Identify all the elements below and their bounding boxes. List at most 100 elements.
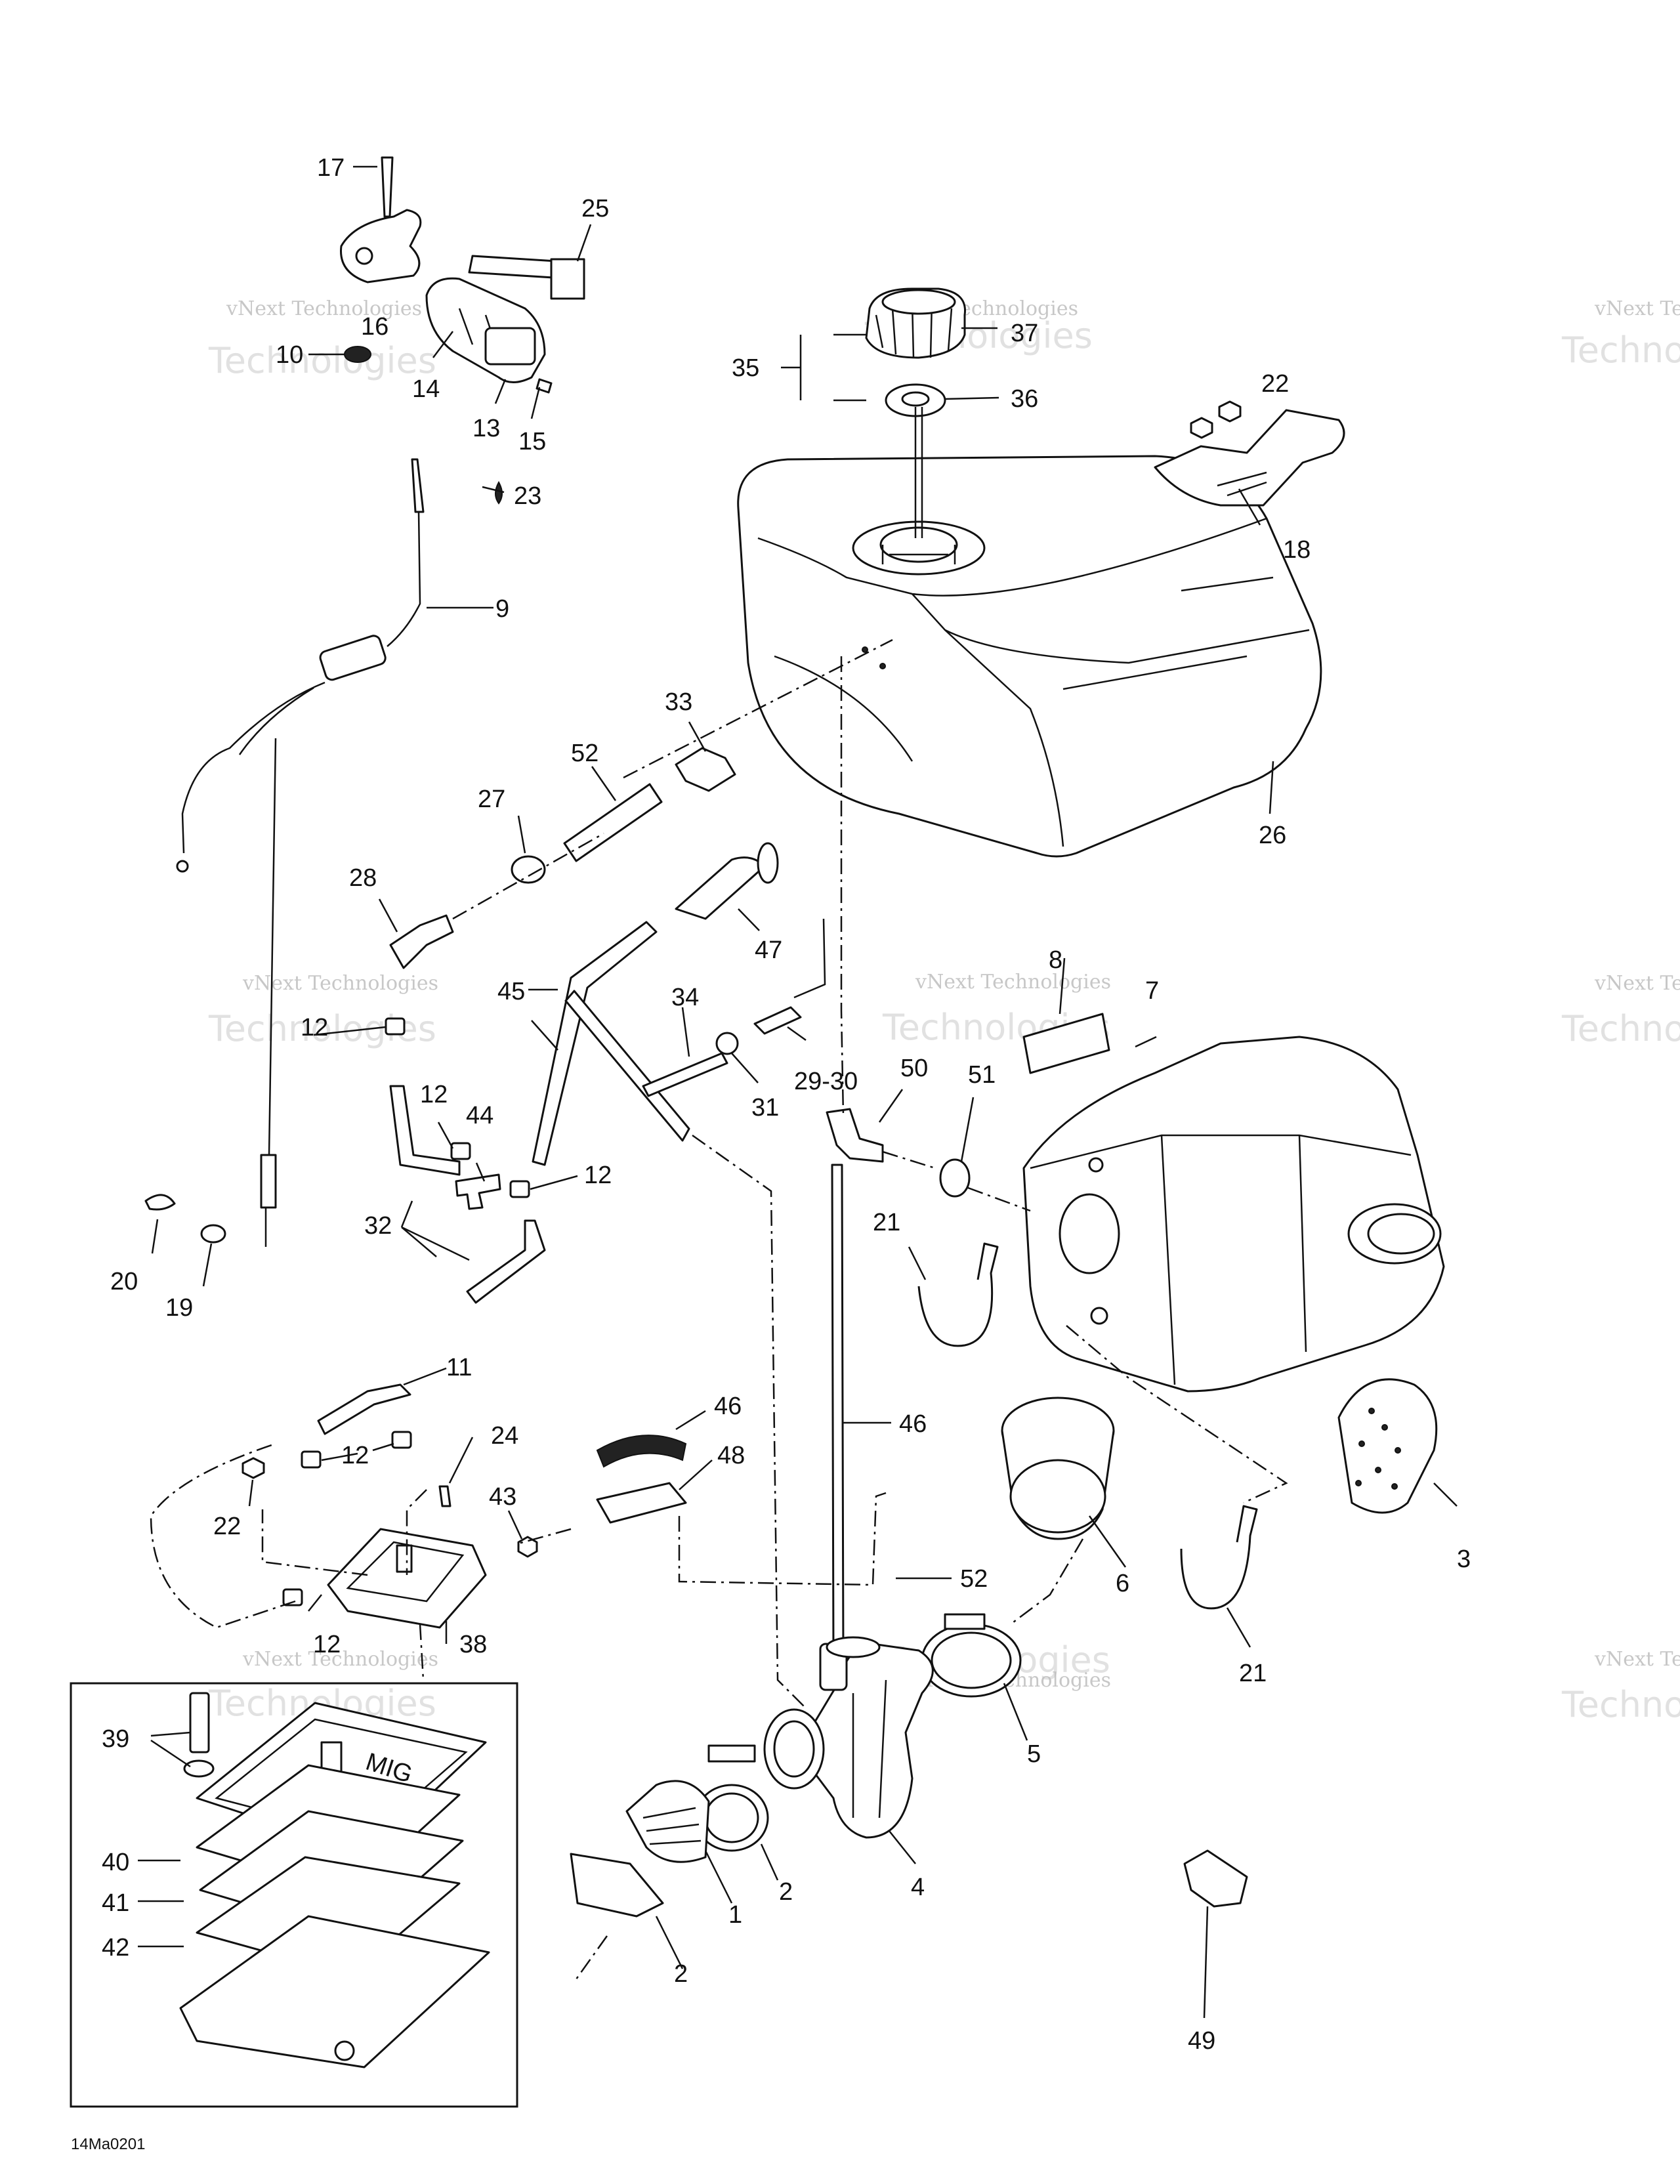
- callout-32: 32: [364, 1212, 392, 1240]
- callout-24: 24: [491, 1422, 518, 1450]
- callout-21: 21: [873, 1209, 900, 1236]
- impulse-hose-11: [317, 1383, 411, 1435]
- spring-46: [596, 1435, 687, 1468]
- callout-16: 16: [361, 313, 388, 341]
- callout-43: 43: [489, 1483, 516, 1511]
- callout-12: 12: [301, 1014, 328, 1041]
- fuel-line-45: [564, 990, 690, 1142]
- callout-7: 7: [1145, 977, 1159, 1005]
- connection-lines: [150, 639, 1288, 1983]
- callout-31: 31: [751, 1094, 779, 1122]
- carb-boot: [1001, 1396, 1115, 1540]
- grommet-27: [511, 855, 546, 884]
- watermark-text: Technologies: [1561, 1684, 1680, 1725]
- label-decal-8: [1022, 1013, 1110, 1074]
- callout-23: 23: [514, 482, 541, 510]
- callout-36: 36: [1011, 385, 1038, 413]
- fuel-pump-detail-inset: [70, 1682, 518, 2108]
- tee-fitting-44: [455, 1173, 501, 1210]
- callout-12: 12: [313, 1631, 341, 1658]
- watermark-text: vNext Technologies: [1594, 972, 1680, 995]
- callout-22: 22: [213, 1513, 241, 1540]
- callout-49: 49: [1188, 2027, 1215, 2055]
- callout-22: 22: [1261, 370, 1289, 398]
- callout-28: 28: [349, 864, 377, 892]
- clamp-12: [301, 1450, 322, 1469]
- air-silencer-box: [1022, 1036, 1445, 1393]
- callout-41: 41: [102, 1889, 129, 1917]
- callout-40: 40: [102, 1849, 129, 1876]
- callout-46: 46: [714, 1393, 742, 1420]
- watermark-text: vNext Technologies: [1594, 1648, 1680, 1671]
- clamp-43: [517, 1536, 538, 1558]
- callout-5: 5: [1027, 1740, 1041, 1768]
- callout-20: 20: [110, 1268, 138, 1295]
- fuel-line-32: [466, 1219, 546, 1304]
- clamp-2: [694, 1744, 769, 1852]
- callout-50: 50: [900, 1055, 928, 1082]
- throttle-lever-assembly: [340, 156, 422, 284]
- fuel-line-32: [389, 1085, 461, 1176]
- fuel-line-45: [532, 921, 658, 1166]
- grease-drop-23: [495, 480, 503, 505]
- clamp-12: [509, 1180, 530, 1198]
- throttle-cable: [176, 458, 425, 1247]
- nut-22: [242, 1457, 265, 1479]
- watermark-text: vNext Technologies: [1594, 297, 1680, 320]
- watermark-text: vNext Technologies: [226, 297, 422, 320]
- intake-socket-1: [625, 1780, 710, 1863]
- primer-valve-47: [675, 856, 766, 920]
- clip-20: [144, 1194, 176, 1211]
- callout-6: 6: [1116, 1570, 1129, 1597]
- clamp-12: [385, 1017, 406, 1036]
- callout-37: 37: [1011, 320, 1038, 347]
- pump-base: [179, 1915, 490, 2068]
- callout-27: 27: [478, 786, 505, 813]
- fuel-line-48: [596, 1482, 687, 1524]
- callout-11: 11: [446, 1354, 472, 1381]
- clamp-12: [391, 1431, 412, 1449]
- callout-14: 14: [412, 375, 440, 403]
- callout-42: 42: [102, 1934, 129, 1962]
- callout-2: 2: [779, 1878, 793, 1906]
- callout-26: 26: [1259, 822, 1286, 849]
- washer-19: [200, 1224, 226, 1244]
- callout-52: 52: [960, 1565, 988, 1593]
- kill-switch: [550, 258, 585, 300]
- nut-22: [1218, 400, 1242, 423]
- callout-38: 38: [459, 1631, 487, 1658]
- callout-9: 9: [495, 595, 509, 623]
- callout-3: 3: [1457, 1545, 1471, 1573]
- clamp-21: [1180, 1505, 1258, 1610]
- watermark-text: vNext Technologies: [242, 972, 438, 995]
- watermark-text: vNext Technologies: [242, 1648, 438, 1671]
- callout-19: 19: [165, 1294, 193, 1322]
- leader-lines: [138, 165, 1458, 2019]
- tank-strap: [1154, 409, 1345, 507]
- fuel-pump: [327, 1528, 487, 1629]
- watermark-text: Technologies: [1561, 1008, 1680, 1049]
- callout-29-30: 29-30: [794, 1068, 858, 1095]
- carburetor: [763, 1636, 934, 1839]
- throttle-housing: [425, 277, 546, 383]
- air-filter: [1337, 1378, 1438, 1514]
- fuel-cap: [865, 287, 966, 359]
- elbow-50: [826, 1108, 884, 1163]
- grommet-51: [939, 1158, 971, 1198]
- callout-47: 47: [755, 936, 782, 964]
- clamp-12: [450, 1142, 471, 1160]
- callout-2: 2: [674, 1960, 688, 1988]
- callout-12: 12: [420, 1081, 448, 1108]
- callout-13: 13: [472, 415, 500, 442]
- bracket-49: [1183, 1849, 1248, 1908]
- callout-12: 12: [341, 1442, 369, 1469]
- diagram-code: 14Ma0201: [71, 2135, 145, 2153]
- fuel-tank: [737, 455, 1322, 858]
- callout-10: 10: [276, 341, 303, 369]
- callout-18: 18: [1283, 536, 1311, 564]
- callout-12: 12: [584, 1162, 612, 1189]
- callout-44: 44: [466, 1102, 494, 1129]
- clamp-2: [570, 1853, 664, 1918]
- callout-33: 33: [665, 688, 692, 716]
- callout-39: 39: [102, 1725, 129, 1753]
